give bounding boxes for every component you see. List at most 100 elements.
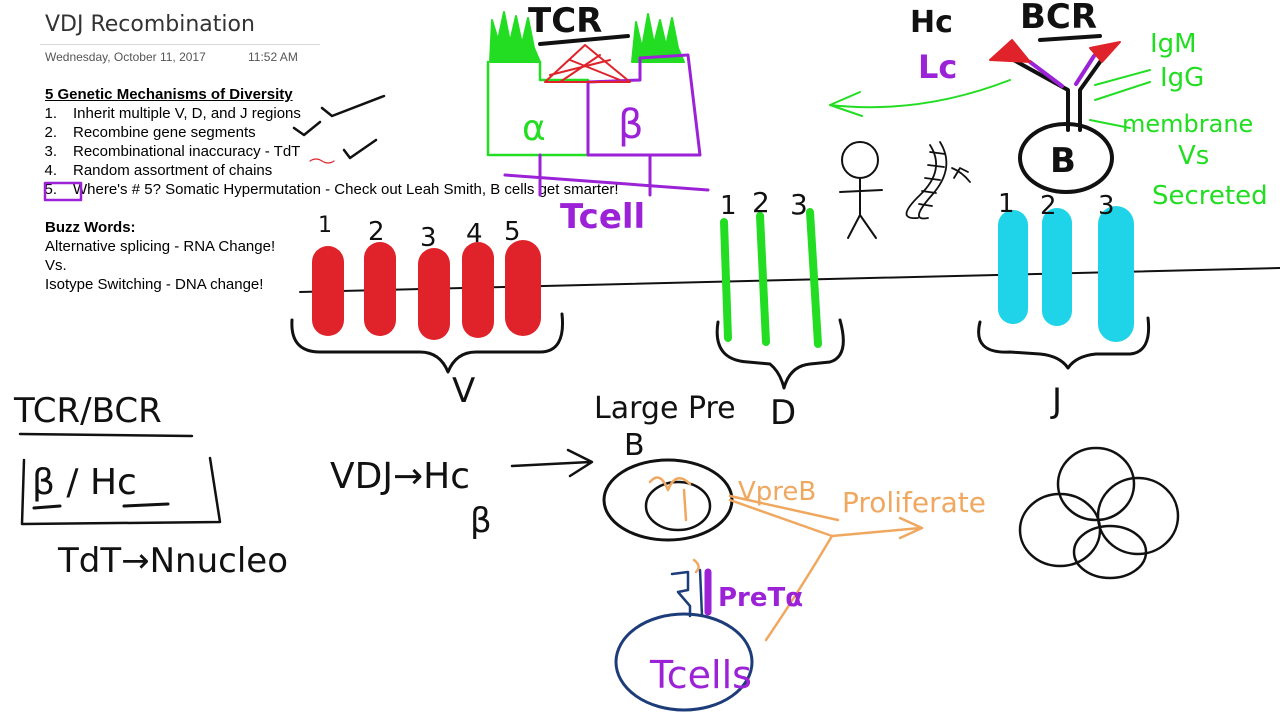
d-bracket <box>715 318 845 390</box>
d-number: 2 <box>752 186 770 219</box>
tcell-label: Tcell <box>560 197 645 237</box>
v-number: 1 <box>318 213 332 238</box>
j-segment <box>998 210 1028 324</box>
page-time: 11:52 AM <box>248 50 298 64</box>
stick-figure-drawing <box>839 141 883 239</box>
page-date: Wednesday, October 11, 2017 <box>45 50 206 64</box>
beta-hc-box <box>20 456 222 526</box>
pre-b-receptor-scribble <box>648 476 692 522</box>
v-segments <box>312 240 541 340</box>
buzz-line: Alternative splicing - RNA Change! <box>45 238 276 255</box>
d-segment <box>806 208 822 348</box>
buzz-words-heading: Buzz Words: <box>45 219 136 236</box>
vdj-arrow-icon <box>510 448 594 478</box>
large-pre-b-label: B <box>624 428 645 463</box>
green-arrow-icon <box>829 79 1011 117</box>
antigen-left <box>989 39 1031 63</box>
beta-under-label: β <box>470 501 492 541</box>
antigen-scribble <box>544 44 631 83</box>
large-pre-label: Large Pre <box>594 391 736 426</box>
pre-tcr-scribble <box>692 558 700 574</box>
t-cell-circle <box>614 612 754 712</box>
list-item-text: Random assortment of chains <box>73 162 273 179</box>
b-cell-label: B <box>1050 141 1076 181</box>
tdt-label: TdT→Nnucleo <box>57 541 288 581</box>
v-segment <box>418 248 450 340</box>
pre-tcr-receptor <box>670 568 704 618</box>
squiggle-underline <box>309 158 335 164</box>
b-cell-circle <box>1018 122 1114 194</box>
j-number: 2 <box>1040 191 1057 221</box>
list-item-number: 5. <box>44 181 57 198</box>
v-number: 2 <box>368 217 385 247</box>
list-item-number: 1. <box>44 105 57 122</box>
beta-chain-tip <box>631 13 685 63</box>
v-segment <box>312 246 344 336</box>
d-label: D <box>770 393 796 433</box>
list-item-number: 4. <box>44 162 57 179</box>
beta-chain-outline <box>586 53 702 157</box>
tcr-label: TCR <box>528 1 602 41</box>
v-segment <box>364 242 396 336</box>
d-segment <box>756 212 770 346</box>
j-number: 3 <box>1098 191 1115 221</box>
tcr-bcr-underline <box>18 432 194 438</box>
bcr-antibody-drawing <box>989 39 1121 132</box>
d-segment <box>720 218 732 342</box>
buzz-line: Isotype Switching - DNA change! <box>45 276 264 293</box>
hc-label: Hc <box>910 5 953 40</box>
bcr-label: BCR <box>1020 0 1097 37</box>
alpha-chain-tip <box>489 11 541 63</box>
buzz-line: Vs. <box>45 257 67 274</box>
v-number: 3 <box>420 223 437 253</box>
list-item: 2.Recombine gene segments <box>35 124 255 141</box>
j-number: 1 <box>998 189 1015 219</box>
list-item-text: Where's # 5? Somatic Hypermutation - Che… <box>73 181 619 198</box>
check-mark-icon <box>292 120 322 137</box>
tcr-receptor-drawing <box>486 11 710 197</box>
v-number: 5 <box>504 217 521 247</box>
pre-t-alpha-label: PreTα <box>718 583 803 613</box>
proliferating-cells <box>1018 446 1180 580</box>
v-label: V <box>452 371 475 411</box>
j-segments <box>998 206 1134 342</box>
lc-label: Lc <box>918 48 957 86</box>
page-title: VDJ Recombination <box>45 12 255 37</box>
list-item: 3. Recombinational inaccuracy - TdT <box>35 143 300 160</box>
v-number: 4 <box>466 219 483 249</box>
check-mark-icon <box>342 138 378 160</box>
igg-label: IgG <box>1160 63 1204 93</box>
tcell-membrane-line <box>503 173 710 192</box>
j-segment <box>1098 206 1134 342</box>
list-item-text: Inherit multiple V, D, and J regions <box>73 105 301 122</box>
vpreb-link-line <box>728 494 840 522</box>
v-segment <box>462 242 494 338</box>
list-item: 5. Where's # 5? Somatic Hypermutation - C… <box>35 181 619 198</box>
proliferate-label: Proliferate <box>842 486 986 519</box>
bcr-annotation-pointers <box>1089 69 1151 129</box>
list-item-number: 2. <box>44 124 57 141</box>
j-label: J <box>1050 381 1062 421</box>
antigen-right <box>1089 41 1121 63</box>
j-segment <box>1042 208 1072 326</box>
list-item: 1. Inherit multiple V, D, and J regions <box>35 105 301 122</box>
alpha-label: α <box>522 108 546 149</box>
t-cells-label: Tcells <box>649 653 752 697</box>
j-bracket <box>977 316 1151 370</box>
pre-t-link-line <box>764 534 834 642</box>
d-number: 1 <box>720 191 737 221</box>
tcr-underline <box>538 34 630 46</box>
list-item-text: Recombinational inaccuracy - TdT <box>73 143 301 160</box>
beta-hc-label: β / Hc <box>32 462 137 503</box>
membrane-label: membrane <box>1122 110 1253 138</box>
check-mark-icon <box>320 94 386 118</box>
v-segment <box>505 240 541 336</box>
list-item-number: 3. <box>44 143 57 160</box>
v-bracket <box>290 312 565 374</box>
orange-arrows <box>728 494 924 642</box>
tcr-bcr-label: TCR/BCR <box>13 391 162 431</box>
beta-label: β <box>618 102 644 148</box>
pre-b-cell-nucleus <box>644 480 712 532</box>
check-marks <box>292 94 386 160</box>
